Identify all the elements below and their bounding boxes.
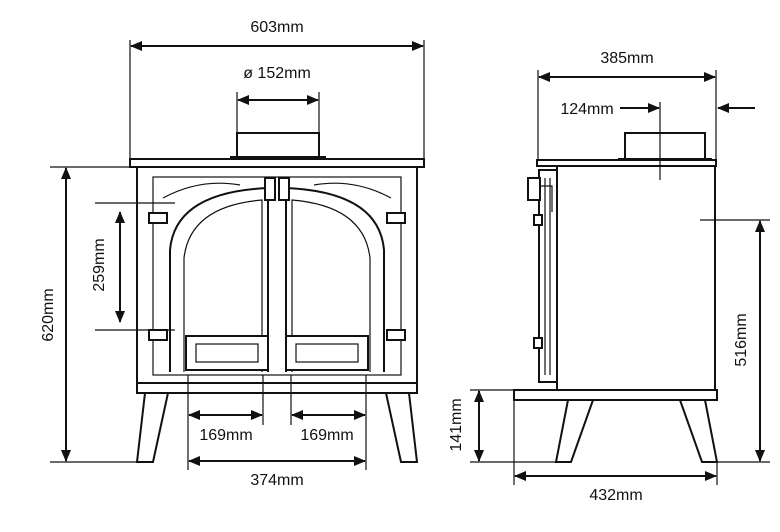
depth-label: 385mm [600, 50, 653, 67]
side-rear-leg [679, 399, 719, 463]
side-flue-collar [624, 132, 706, 160]
side-view: 385mm 124mm 516mm 141mm 432mm [448, 50, 770, 504]
front-plinth [136, 382, 418, 394]
right-door-arch [285, 186, 385, 372]
right-upper-hinge [386, 212, 406, 224]
left-door-width-label: 169mm [199, 427, 252, 444]
leg-height-label: 141mm [448, 398, 465, 451]
right-ashpan-inner [295, 343, 359, 363]
front-flue-collar [236, 132, 320, 158]
front-left-leg [135, 392, 169, 463]
left-ashpan-panel [185, 335, 269, 371]
body-height-label: 516mm [733, 313, 750, 366]
left-door-handle [264, 177, 276, 201]
left-door-glass [183, 199, 263, 372]
front-door-frame [152, 176, 402, 376]
right-door-handle [278, 177, 290, 201]
width-label: 603mm [250, 19, 303, 36]
front-top-plate [129, 158, 425, 168]
front-body [136, 166, 418, 388]
side-handle-arm [540, 185, 553, 212]
side-plinth [513, 389, 718, 401]
left-top-ornament [162, 182, 241, 199]
flue-diameter-label: ø 152mm [243, 65, 311, 82]
side-front-leg [554, 399, 594, 463]
flue-offset-label: 124mm [560, 101, 613, 118]
side-body [556, 165, 716, 391]
height-label: 620mm [40, 288, 57, 341]
side-door-edge [538, 169, 558, 383]
right-lower-hinge [386, 329, 406, 341]
left-lower-hinge [148, 329, 168, 341]
side-handle [527, 177, 541, 201]
front-right-leg [385, 392, 419, 463]
front-view: 603mm ø 152mm 620mm 259mm 169mm 169mm 37… [40, 19, 425, 489]
side-upper-hinge [533, 214, 543, 226]
right-door-glass [291, 199, 371, 372]
right-ashpan-panel [285, 335, 369, 371]
left-door-arch [169, 186, 269, 372]
left-upper-hinge [148, 212, 168, 224]
opening-height-label: 259mm [91, 238, 108, 291]
left-ashpan-inner [195, 343, 259, 363]
right-top-ornament [313, 182, 392, 199]
side-lower-hinge [533, 337, 543, 349]
right-door-width-label: 169mm [300, 427, 353, 444]
firebox-width-label: 374mm [250, 472, 303, 489]
base-depth-label: 432mm [589, 487, 642, 504]
